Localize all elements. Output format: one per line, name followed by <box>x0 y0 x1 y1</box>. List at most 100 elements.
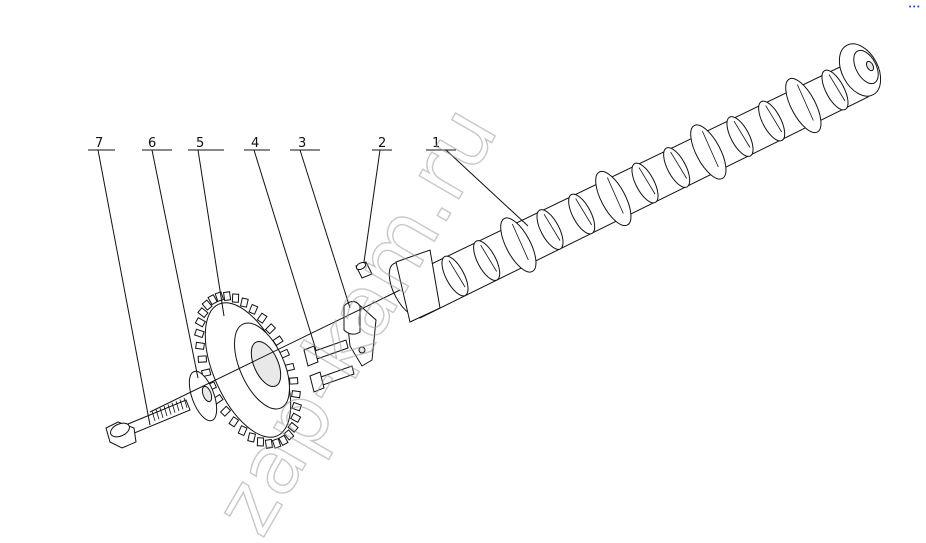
thread-line <box>167 404 172 415</box>
camshaft-cam-lobe <box>536 209 564 250</box>
leader-2 <box>363 149 381 263</box>
gear-tooth <box>193 328 205 339</box>
thrust-plate-tab <box>343 301 361 335</box>
gear-hub-bore <box>250 341 282 387</box>
gear-tooth <box>291 401 303 412</box>
thread-line <box>179 399 184 410</box>
gear-tooth <box>207 294 218 306</box>
camshaft-lobes <box>441 69 849 297</box>
thread-line <box>151 410 156 422</box>
thrust-plate-bolts <box>303 339 355 393</box>
gear-tooth <box>222 291 232 302</box>
gear-bolt-thread <box>151 397 188 422</box>
gear-tooth <box>247 432 257 443</box>
camshaft-front-journal <box>395 249 441 323</box>
camshaft-end-face <box>853 49 879 85</box>
dowel-pin <box>355 261 373 279</box>
callout-4: 4 <box>251 136 259 151</box>
camshaft-lobe-edge <box>511 223 529 261</box>
gear-tooth <box>200 368 212 378</box>
camshaft-cam-lobe <box>758 100 786 142</box>
camshaft-lobe-edge <box>701 130 719 168</box>
camshaft-journal <box>785 77 822 134</box>
camshaft-lobe-edge <box>828 74 846 102</box>
camshaft-lobe-edge <box>480 244 498 272</box>
gear-tooth <box>290 412 302 424</box>
gear-tooth <box>289 377 299 385</box>
camshaft-cam-lobe <box>821 69 849 111</box>
callout-2: 2 <box>378 136 386 151</box>
bolt-lower-head <box>309 371 325 393</box>
gear-tooth <box>239 297 249 308</box>
camshaft-cam-lobe <box>631 162 659 204</box>
camshaft-cam-lobe <box>663 147 691 188</box>
camshaft-lobe-edge <box>448 260 466 288</box>
gear-bolt <box>105 397 191 449</box>
callout-labels: 7 6 5 4 3 2 1 <box>95 136 440 151</box>
thread-line <box>163 405 168 417</box>
gear-teeth <box>193 291 303 449</box>
callout-5: 5 <box>196 136 204 151</box>
camshaft-cam-lobe <box>568 193 596 235</box>
leader-6 <box>151 149 199 379</box>
camshaft-lobe-edge <box>765 105 783 133</box>
gear-tooth <box>287 421 299 433</box>
camshaft-cam-lobe <box>726 116 754 157</box>
camshaft-center-hole <box>865 60 875 72</box>
camshaft-journal <box>690 124 727 180</box>
washer <box>188 370 218 422</box>
camshaft-lobe-edge <box>575 198 593 226</box>
leader-1 <box>445 149 529 227</box>
leader-3 <box>299 149 351 309</box>
thread-line <box>171 402 176 413</box>
corner-mark: ••• <box>908 3 920 11</box>
camshaft-journal <box>500 217 537 273</box>
gear-tooth <box>256 312 268 324</box>
bolt-upper-head <box>303 345 319 367</box>
gear-tooth <box>264 323 277 335</box>
gear-tooth <box>291 390 301 399</box>
thread-line <box>183 397 188 408</box>
camshaft-journal <box>595 170 632 227</box>
gear-tooth <box>256 437 265 447</box>
washer-hole <box>201 385 213 403</box>
thread-line <box>175 400 180 412</box>
gear-tooth <box>201 299 213 311</box>
gear-tooth <box>237 425 248 437</box>
gear-tooth <box>219 405 232 417</box>
leader-7 <box>97 149 151 426</box>
gear-bolt-shank <box>127 399 191 435</box>
camshaft-lobe-edge <box>733 120 751 148</box>
gear-tooth <box>283 429 295 441</box>
camshaft-lobe-edge <box>543 213 561 241</box>
gear-bolt-flange <box>110 422 130 438</box>
camshaft-lobe-edge <box>638 167 656 195</box>
gear-tooth <box>197 307 209 319</box>
callout-1: 1 <box>432 136 440 151</box>
callout-6: 6 <box>148 136 156 151</box>
thrust-plate-hole <box>358 346 366 354</box>
callout-leaders <box>88 149 529 426</box>
callout-7: 7 <box>95 136 103 151</box>
gear-tooth <box>194 316 206 328</box>
camshaft-gear <box>193 291 303 449</box>
gear-tooth <box>195 341 205 350</box>
callout-3: 3 <box>298 136 306 151</box>
leader-5 <box>197 149 225 317</box>
camshaft <box>388 43 882 323</box>
camshaft-lobe-edge <box>606 177 624 214</box>
gear-tooth <box>278 434 289 446</box>
assembly-axis <box>149 289 401 413</box>
thrust-plate <box>343 301 377 367</box>
camshaft-cam-lobe <box>473 240 501 281</box>
camshaft-cam-lobe <box>441 255 469 297</box>
leader-4 <box>253 149 317 351</box>
gear-tooth <box>197 355 207 363</box>
gear-tooth <box>271 437 282 449</box>
gear-tooth <box>248 303 259 315</box>
gear-tooth <box>231 293 240 303</box>
thread-line <box>155 409 160 420</box>
dowel-pin-top <box>355 261 367 271</box>
gear-tooth <box>264 438 274 449</box>
